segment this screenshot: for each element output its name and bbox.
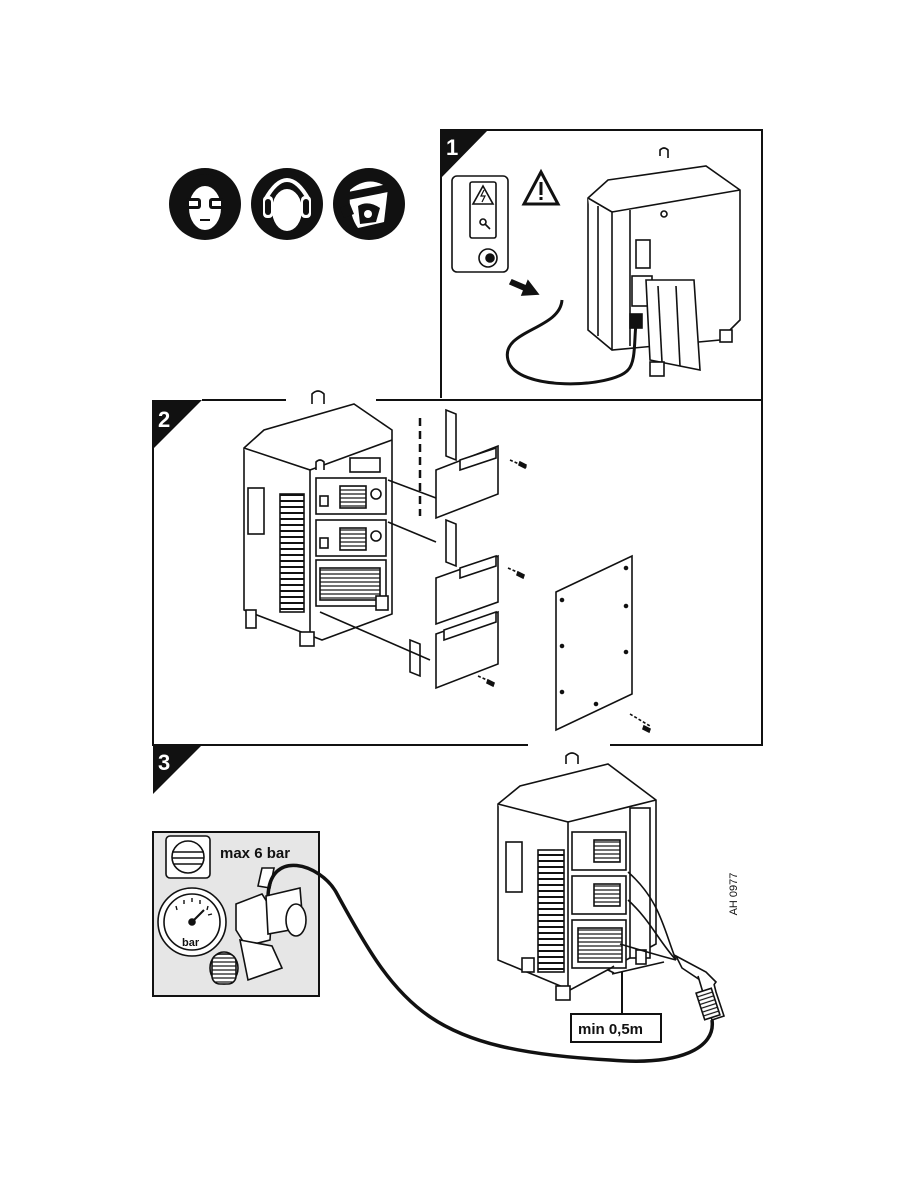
- side-panel: [556, 556, 632, 730]
- open-cabinet: [244, 391, 392, 646]
- gauge-unit-label: bar: [182, 937, 200, 949]
- ear-protection-icon: [251, 168, 323, 240]
- goggles-icon: [169, 168, 241, 240]
- warning-icon: [524, 172, 558, 204]
- step-badge-3: 3: [153, 745, 202, 794]
- max-pressure-label: max 6 bar: [220, 845, 290, 862]
- svg-text:1: 1: [446, 135, 458, 160]
- step-1-illustration: [452, 148, 740, 384]
- air-blow-gun: [676, 956, 724, 1020]
- step-2-illustration: [244, 391, 650, 732]
- svg-text:2: 2: [158, 407, 170, 432]
- svg-text:3: 3: [158, 750, 170, 775]
- respirator-mask-icon: [333, 168, 405, 240]
- distance-label: min 0,5m: [578, 1021, 643, 1038]
- safety-icons: [169, 168, 405, 240]
- figure-reference: AH 0977: [726, 866, 740, 926]
- distance-label-box: min 0,5m: [571, 1014, 661, 1042]
- power-source-cabinet: [588, 148, 740, 376]
- arrow-icon: [510, 280, 538, 295]
- regulator-knob-icon: [166, 836, 210, 878]
- step-badge-1: 1: [441, 130, 488, 178]
- distance-marker: [608, 962, 664, 1014]
- module-cover-2: [388, 520, 498, 624]
- module-cover-1: [388, 410, 498, 518]
- module-cover-3: [320, 612, 498, 688]
- step-badge-2: 2: [153, 400, 202, 449]
